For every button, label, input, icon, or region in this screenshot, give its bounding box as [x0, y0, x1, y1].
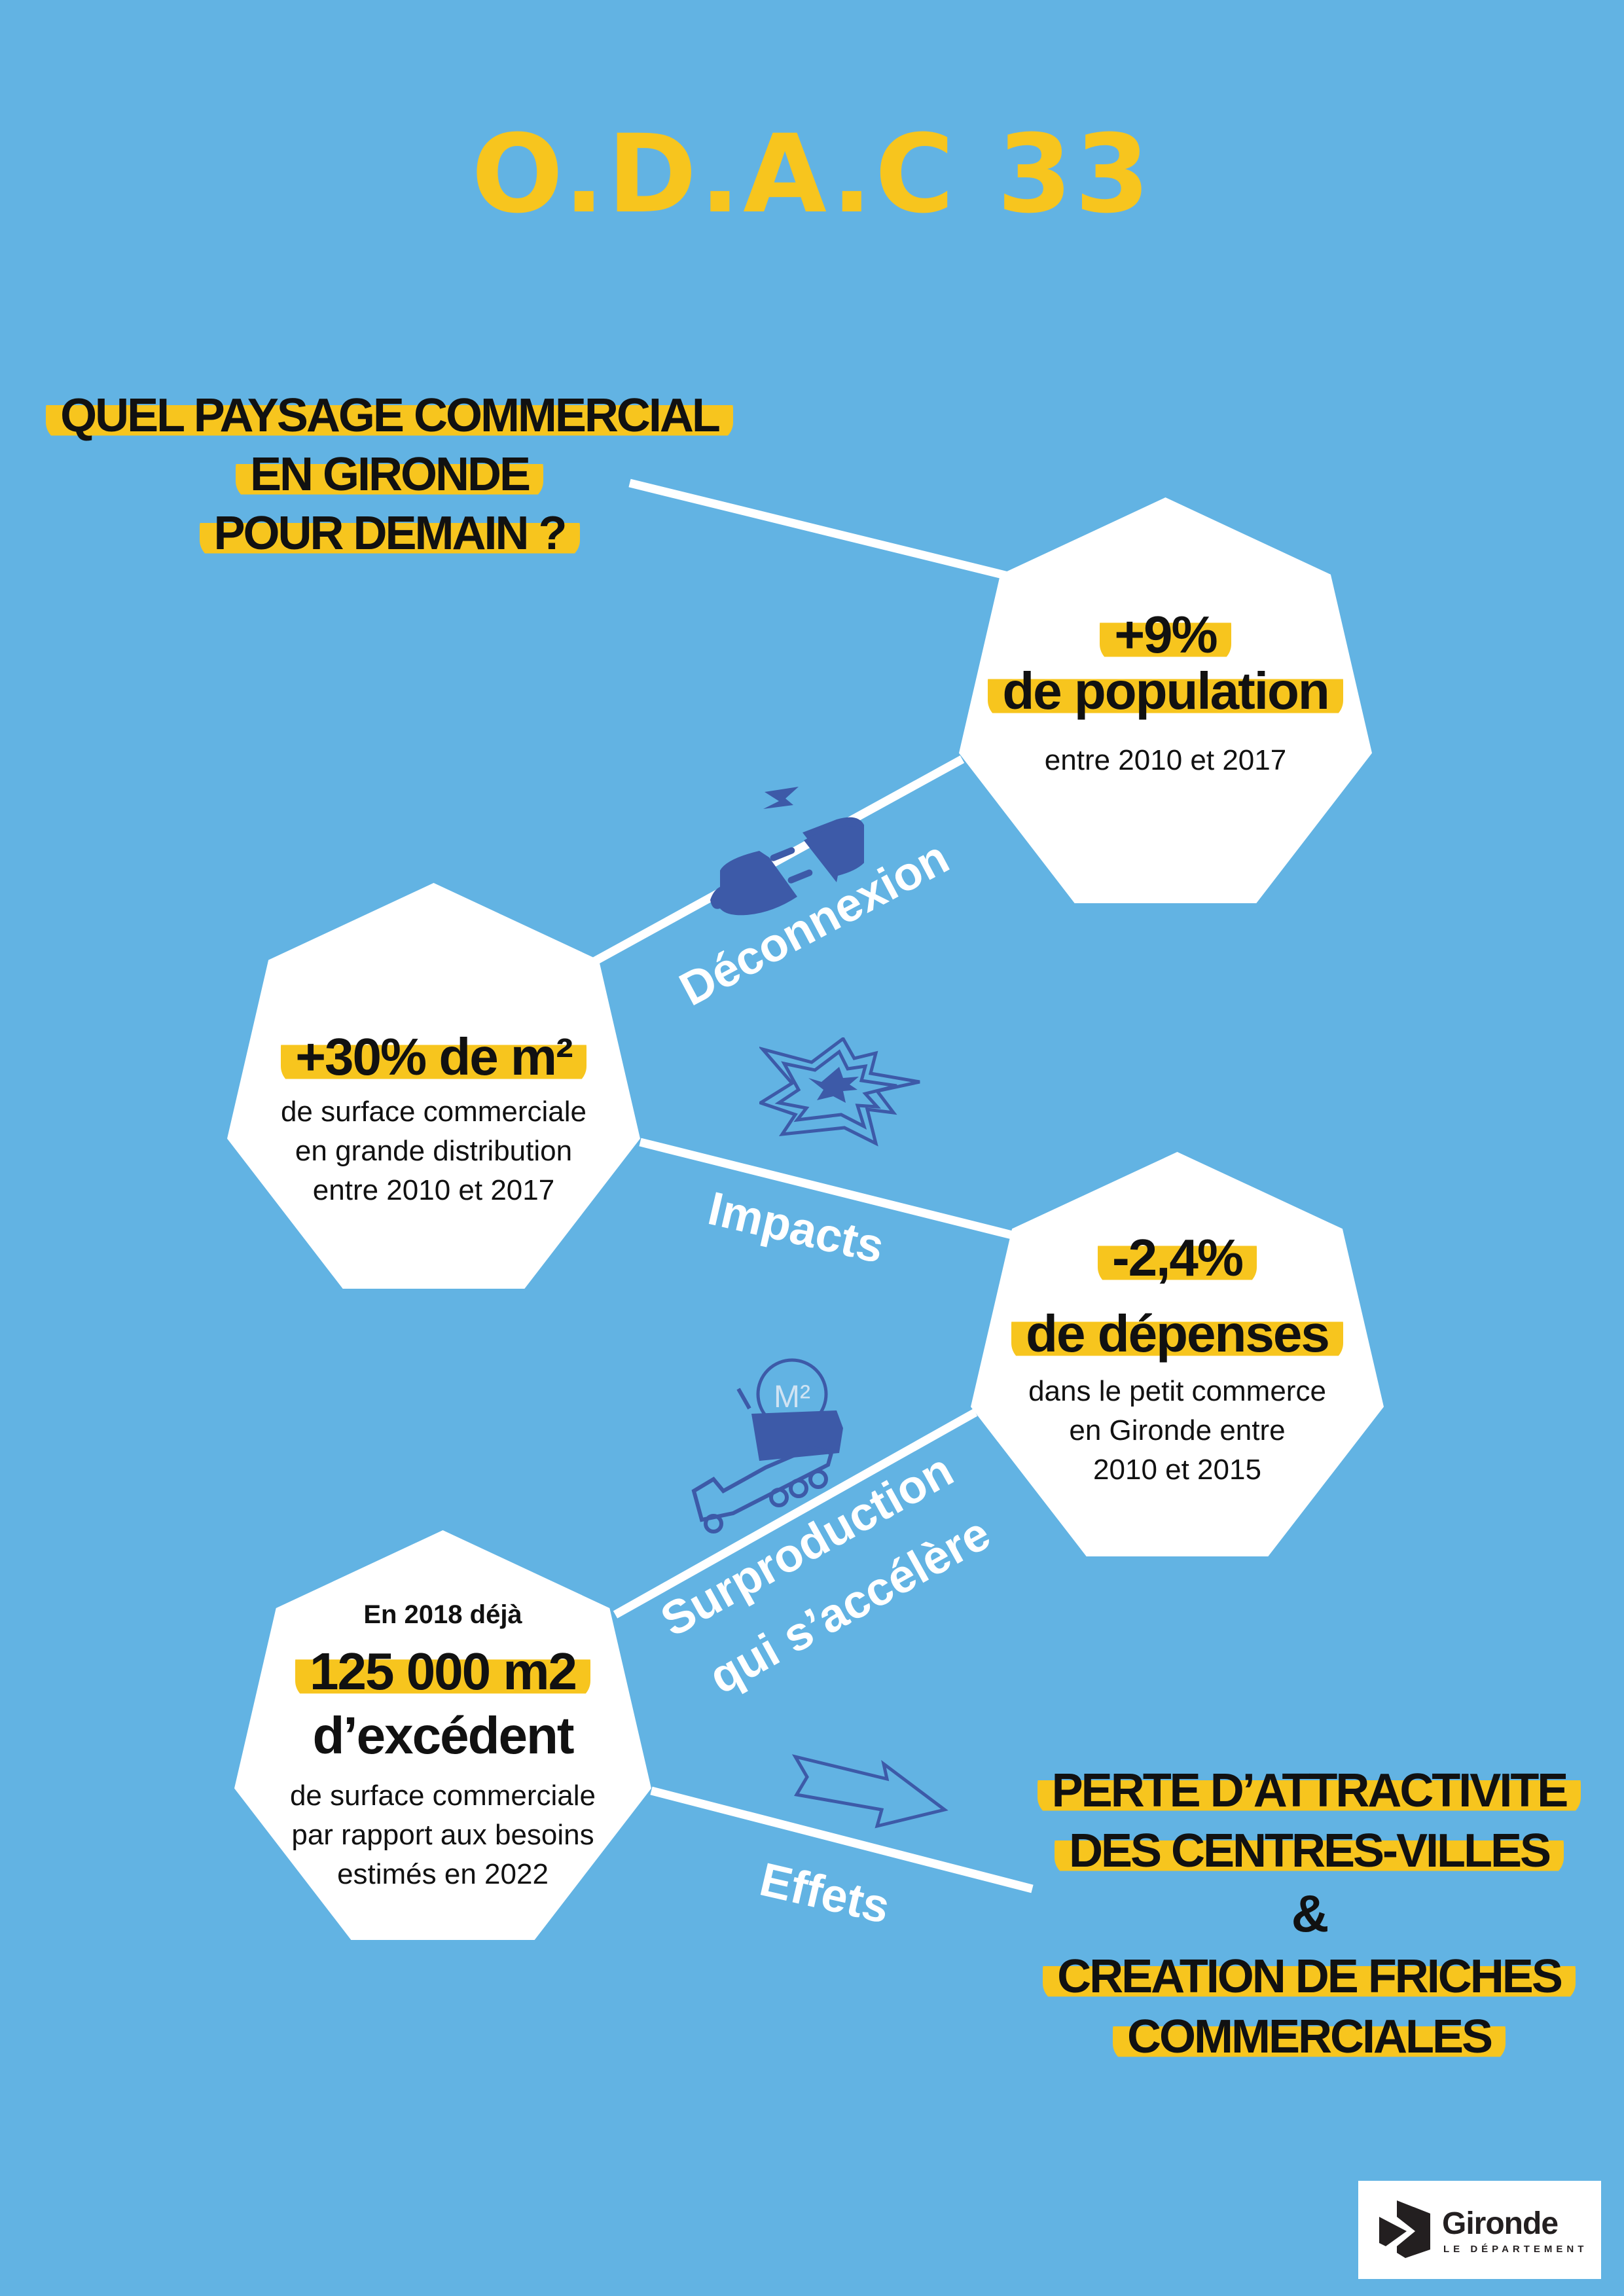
logo-name: Gironde: [1442, 2206, 1559, 2241]
stat-label: d’excédent: [312, 1706, 575, 1765]
arrow-right-icon: [791, 1754, 948, 1829]
conclusion-line: PERTE D’ATTRACTIVITE: [1037, 1765, 1581, 1817]
stat-detail: entre 2010 et 2017: [1044, 744, 1287, 776]
connector-line: [628, 478, 1009, 581]
stat-value: +9%: [1100, 605, 1231, 664]
explosion-icon: [759, 1037, 920, 1147]
stat-surface-text: +30% de m² de surface commerciale en gra…: [227, 1028, 640, 1210]
question-line: POUR DEMAIN ?: [199, 507, 580, 560]
question-line: EN GIRONDE: [235, 448, 544, 501]
connector-line: [590, 755, 965, 966]
stat-excedent: [234, 1530, 651, 1940]
gironde-logo: Gironde LE DÉPARTEMENT: [1358, 2181, 1601, 2279]
stat-intro: En 2018 déjà: [363, 1600, 522, 1629]
page-title: O.D.A.C 33: [471, 111, 1153, 237]
stat-value: 125 000 m2: [295, 1642, 591, 1700]
stat-label: de population: [988, 662, 1343, 720]
question-line: QUEL PAYSAGE COMMERCIAL: [46, 389, 733, 442]
conclusion-line: CREATION DE FRICHES: [1043, 1950, 1576, 2003]
stat-detail: estimés en 2022: [337, 1858, 549, 1890]
logo-subtitle: LE DÉPARTEMENT: [1443, 2244, 1588, 2255]
conclusion-line: DES CENTRES-VILLES: [1054, 1825, 1564, 1877]
conclusion: PERTE D’ATTRACTIVITE DES CENTRES-VILLES …: [1008, 1761, 1610, 2067]
question-heading: QUEL PAYSAGE COMMERCIAL EN GIRONDE POUR …: [39, 386, 740, 563]
stat-surface: [227, 883, 640, 1289]
m2-badge-text: M²: [774, 1380, 810, 1414]
dump-truck-icon: M²: [691, 1358, 843, 1534]
stat-detail: entre 2010 et 2017: [312, 1174, 555, 1206]
stat-detail: 2010 et 2015: [1093, 1454, 1261, 1486]
stat-depenses-text: -2,4% de dépenses dans le petit commerce…: [971, 1229, 1384, 1490]
connector-line: [639, 1138, 1016, 1240]
stat-value: +30% de m²: [281, 1028, 586, 1086]
stat-excedent-text: En 2018 déjà 125 000 m2 d’excédent de su…: [234, 1600, 651, 1894]
conclusion-line: COMMERCIALES: [1113, 2011, 1506, 2063]
gironde-logo-mark-icon: [1379, 2200, 1430, 2258]
stat-detail: dans le petit commerce: [1028, 1375, 1326, 1407]
stat-value: -2,4%: [1098, 1229, 1257, 1287]
stat-detail: en grande distribution: [295, 1135, 573, 1167]
stat-label: de dépenses: [1011, 1304, 1343, 1363]
stat-detail: par rapport aux besoins: [291, 1819, 594, 1851]
conclusion-ampersand: &: [1291, 1884, 1329, 1943]
stat-detail: de surface commerciale: [280, 1096, 587, 1128]
connector-line: [650, 1786, 1034, 1893]
stat-population-text: +9% de population entre 2010 et 2017: [959, 605, 1372, 780]
plug-disconnect-icon: [710, 787, 864, 916]
stat-detail: en Gironde entre: [1069, 1414, 1286, 1446]
connector-line: [613, 1408, 978, 1619]
stat-detail: de surface commerciale: [289, 1780, 596, 1812]
